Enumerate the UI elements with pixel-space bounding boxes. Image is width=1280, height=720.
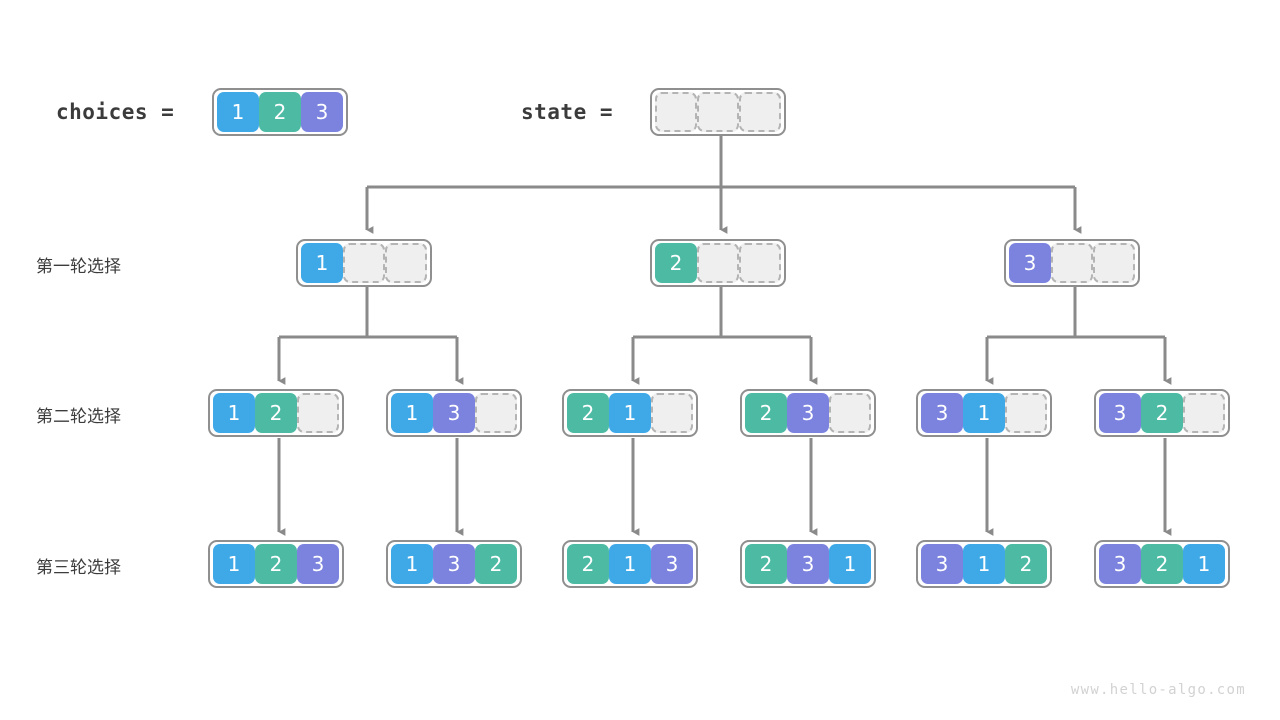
node-13-cell-1: 3 (433, 393, 475, 433)
choices-array-cell-2: 3 (301, 92, 343, 132)
node-321-cell-0: 3 (1099, 544, 1141, 584)
node-21-cell-1: 1 (609, 393, 651, 433)
node-32-cell-2 (1183, 393, 1225, 433)
node-231-cell-1: 3 (787, 544, 829, 584)
node-1-cell-2 (385, 243, 427, 283)
node-2-cell-1 (697, 243, 739, 283)
node-23-cell-0: 2 (745, 393, 787, 433)
state-array (650, 88, 786, 136)
state-array-cell-2 (739, 92, 781, 132)
node-3-cell-0: 3 (1009, 243, 1051, 283)
node-132-cell-2: 2 (475, 544, 517, 584)
state-array-cell-0 (655, 92, 697, 132)
node-1: 1 (296, 239, 432, 287)
node-31-cell-0: 3 (921, 393, 963, 433)
node-132-cell-0: 1 (391, 544, 433, 584)
node-213-cell-2: 3 (651, 544, 693, 584)
node-213-cell-0: 2 (567, 544, 609, 584)
node-231-cell-0: 2 (745, 544, 787, 584)
node-32-cell-0: 3 (1099, 393, 1141, 433)
node-3-cell-2 (1093, 243, 1135, 283)
node-3: 3 (1004, 239, 1140, 287)
node-123-cell-0: 1 (213, 544, 255, 584)
node-12-cell-2 (297, 393, 339, 433)
node-12-cell-1: 2 (255, 393, 297, 433)
node-21-cell-2 (651, 393, 693, 433)
node-321-cell-1: 2 (1141, 544, 1183, 584)
node-123-cell-2: 3 (297, 544, 339, 584)
node-132-cell-1: 3 (433, 544, 475, 584)
node-31-cell-1: 1 (963, 393, 1005, 433)
state-label: state = (521, 100, 614, 124)
node-21-cell-0: 2 (567, 393, 609, 433)
node-312-cell-0: 3 (921, 544, 963, 584)
choices-array-cell-0: 1 (217, 92, 259, 132)
node-13-cell-0: 1 (391, 393, 433, 433)
node-231-cell-2: 1 (829, 544, 871, 584)
node-2-cell-0: 2 (655, 243, 697, 283)
node-312-cell-1: 1 (963, 544, 1005, 584)
node-31-cell-2 (1005, 393, 1047, 433)
node-23-cell-2 (829, 393, 871, 433)
node-213-cell-1: 1 (609, 544, 651, 584)
node-23-cell-1: 3 (787, 393, 829, 433)
node-123-cell-1: 2 (255, 544, 297, 584)
row-label-round-2: 第二轮选择 (36, 407, 121, 427)
node-312-cell-2: 2 (1005, 544, 1047, 584)
node-1-cell-0: 1 (301, 243, 343, 283)
node-13-cell-2 (475, 393, 517, 433)
row-label-round-1: 第一轮选择 (36, 257, 121, 277)
row-label-round-3: 第三轮选择 (36, 558, 121, 578)
node-12-cell-0: 1 (213, 393, 255, 433)
node-321-cell-2: 1 (1183, 544, 1225, 584)
node-2: 2 (650, 239, 786, 287)
watermark: www.hello-algo.com (1070, 682, 1246, 698)
choices-array-cell-1: 2 (259, 92, 301, 132)
node-2-cell-2 (739, 243, 781, 283)
choices-label: choices = (56, 100, 175, 124)
node-1-cell-1 (343, 243, 385, 283)
state-array-cell-1 (697, 92, 739, 132)
node-3-cell-1 (1051, 243, 1093, 283)
node-32-cell-1: 2 (1141, 393, 1183, 433)
